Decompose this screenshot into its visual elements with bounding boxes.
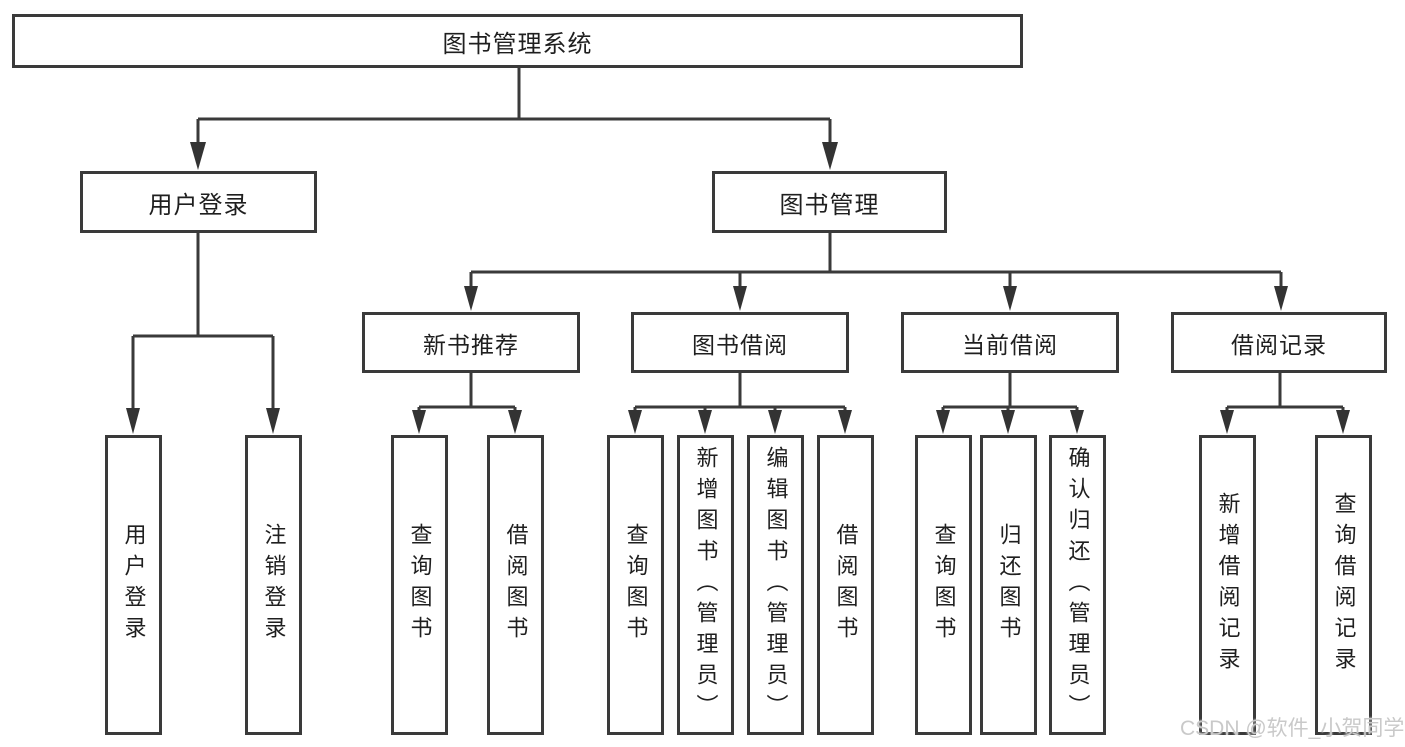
leaf-label: 查询图书	[623, 523, 649, 647]
leaf-query-books-borrowing: 查询图书	[607, 435, 664, 735]
leaf-label: 查询图书	[931, 523, 957, 647]
node-borrowing-records: 借阅记录	[1171, 312, 1387, 373]
leaf-label: 新增图书（管理员）	[693, 445, 719, 725]
watermark: CSDN @软件_小贺同学	[1180, 717, 1405, 740]
leaf-label: 注销登录	[261, 523, 287, 647]
leaf-logout: 注销登录	[245, 435, 302, 735]
leaf-query-borrow-record: 查询借阅记录	[1315, 435, 1372, 735]
leaf-add-books-admin: 新增图书（管理员）	[677, 435, 734, 735]
node-current-borrowing: 当前借阅	[901, 312, 1119, 373]
leaf-user-login: 用户登录	[105, 435, 162, 735]
leaf-label: 借阅图书	[833, 523, 859, 647]
leaf-edit-books-admin: 编辑图书（管理员）	[747, 435, 804, 735]
leaf-label: 编辑图书（管理员）	[763, 445, 789, 725]
leaf-label: 用户登录	[121, 523, 147, 647]
leaf-return-books: 归还图书	[980, 435, 1037, 735]
node-new-book-recommendation: 新书推荐	[362, 312, 580, 373]
leaf-add-borrow-record: 新增借阅记录	[1199, 435, 1256, 735]
leaf-confirm-return-admin: 确认归还（管理员）	[1049, 435, 1106, 735]
node-library-management-system: 图书管理系统	[12, 14, 1023, 68]
leaf-query-books-current: 查询图书	[915, 435, 972, 735]
leaf-label: 借阅图书	[503, 523, 529, 647]
node-user-login: 用户登录	[80, 171, 317, 233]
leaf-label: 查询图书	[407, 523, 433, 647]
leaf-query-books-recommend: 查询图书	[391, 435, 448, 735]
leaf-borrow-books-borrowing: 借阅图书	[817, 435, 874, 735]
node-book-borrowing: 图书借阅	[631, 312, 849, 373]
leaf-label: 新增借阅记录	[1215, 492, 1241, 678]
leaf-label: 归还图书	[996, 523, 1022, 647]
leaf-label: 确认归还（管理员）	[1065, 445, 1091, 725]
node-book-management: 图书管理	[712, 171, 947, 233]
leaf-borrow-books-recommend: 借阅图书	[487, 435, 544, 735]
leaf-label: 查询借阅记录	[1331, 492, 1357, 678]
